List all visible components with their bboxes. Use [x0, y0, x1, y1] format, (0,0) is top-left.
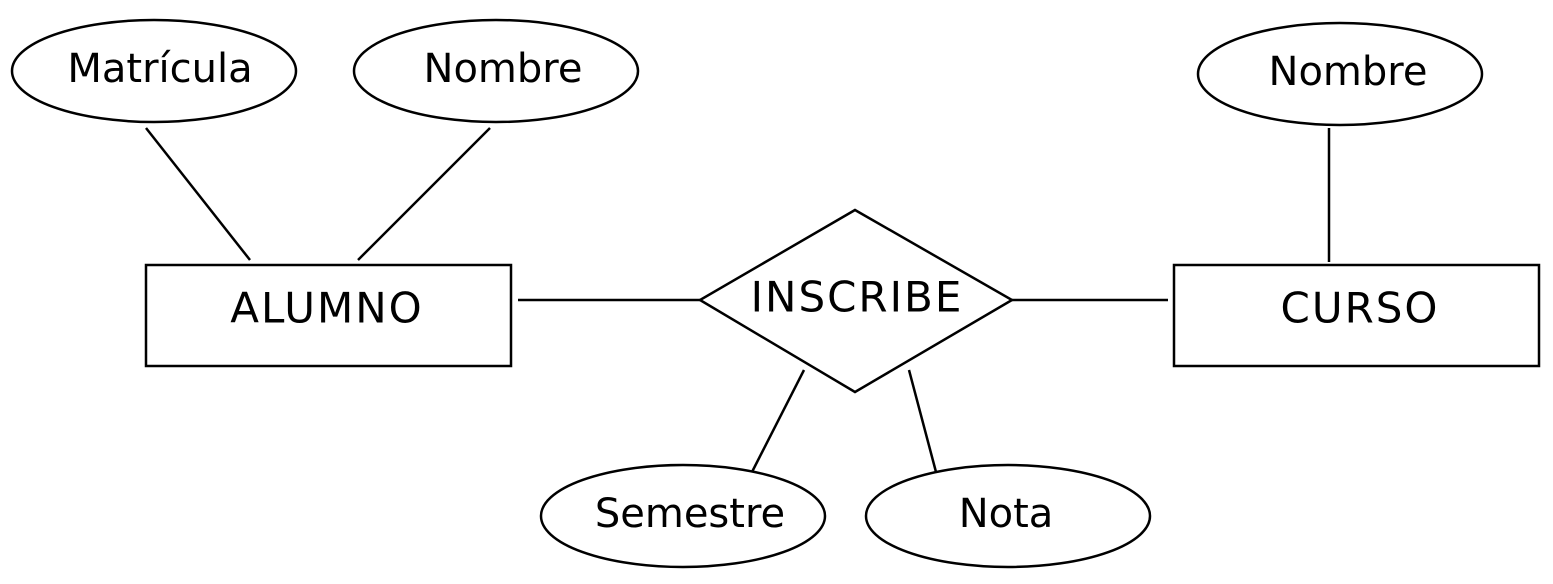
attribute-nota-ellipse: [864, 463, 1152, 569]
entity-alumno-box: [144, 263, 513, 368]
attribute-semestre: Semestre: [539, 463, 827, 569]
link-inscribe-nota: [907, 369, 938, 473]
link-nombre-alumno: [357, 127, 491, 261]
attribute-curso-nombre: Nombre: [1196, 21, 1484, 127]
entity-alumno: ALUMNO: [144, 263, 513, 368]
link-inscribe-semestre: [750, 369, 806, 473]
attribute-matricula: Matrícula: [10, 18, 298, 124]
attribute-matricula-ellipse: [10, 18, 298, 124]
attribute-semestre-ellipse: [539, 463, 827, 569]
entity-alumno-label: ALUMNO: [230, 284, 424, 333]
attribute-nota-label: Nota: [959, 491, 1054, 537]
relationship-inscribe: INSCRIBE: [697, 208, 1015, 394]
entity-curso-box: [1172, 263, 1541, 368]
link-matricula-alumno: [145, 127, 251, 261]
relationship-inscribe-diamond: [697, 208, 1015, 394]
attribute-curso-nombre-ellipse: [1196, 21, 1484, 127]
entity-curso: CURSO: [1172, 263, 1541, 368]
relationship-inscribe-label: INSCRIBE: [751, 273, 964, 322]
attribute-semestre-label: Semestre: [595, 491, 785, 537]
entity-curso-label: CURSO: [1281, 284, 1440, 333]
attribute-matricula-label: Matrícula: [67, 46, 252, 92]
attribute-alumno-nombre: Nombre: [352, 18, 640, 124]
attribute-alumno-nombre-label: Nombre: [424, 46, 583, 92]
attribute-nota: Nota: [864, 463, 1152, 569]
attribute-curso-nombre-label: Nombre: [1269, 49, 1428, 95]
attribute-alumno-nombre-ellipse: [352, 18, 640, 124]
